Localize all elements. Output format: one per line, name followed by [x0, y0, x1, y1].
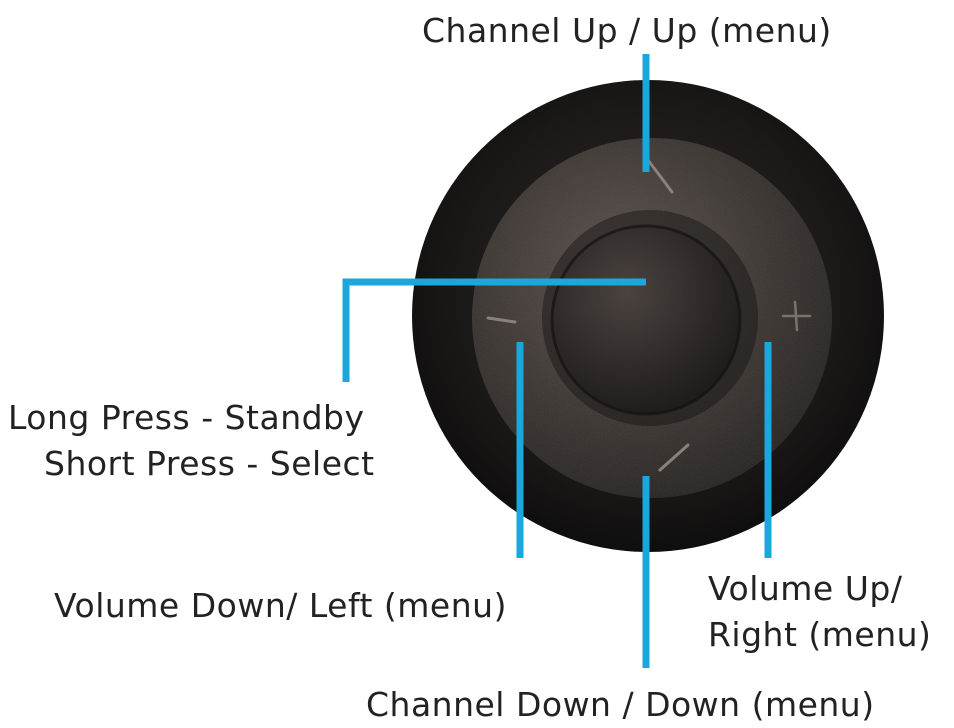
center-select-button[interactable]	[552, 226, 740, 414]
volume-up-label-line1: Volume Up/	[708, 569, 903, 608]
channel-up-label: Channel Up / Up (menu)	[422, 11, 832, 50]
leader-line-center	[342, 278, 646, 382]
down-tick-mark-icon	[658, 443, 690, 472]
channel-down-label: Channel Down / Down (menu)	[366, 685, 875, 724]
minus-mark-icon	[486, 316, 517, 324]
plus-mark-icon	[781, 300, 812, 332]
long-press-standby-label: Long Press - Standby	[8, 398, 365, 437]
volume-down-label: Volume Down/ Left (menu)	[54, 586, 507, 625]
volume-up-label-line2: Right (menu)	[708, 615, 932, 654]
short-press-select-label: Short Press - Select	[44, 444, 375, 483]
up-tick-mark-icon	[646, 158, 674, 194]
